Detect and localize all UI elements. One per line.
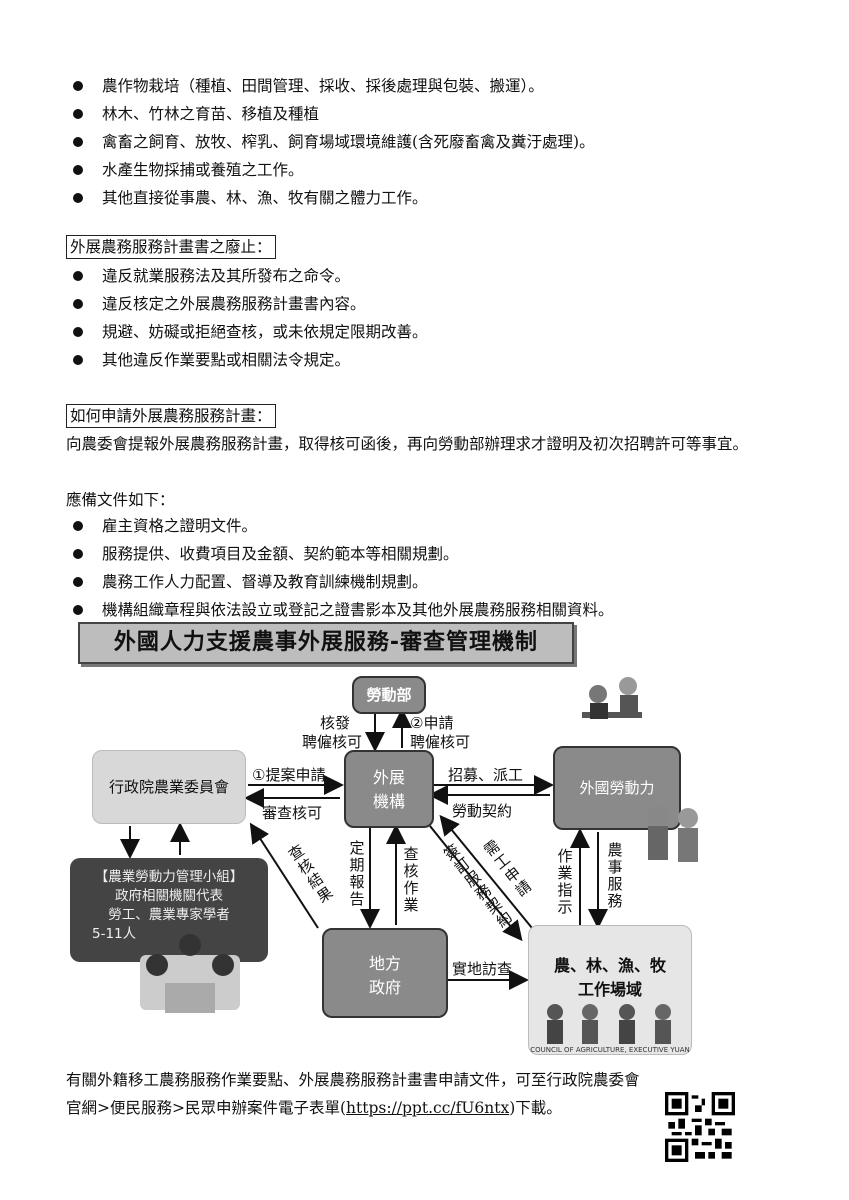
docs-intro: 應備文件如下： bbox=[66, 491, 175, 509]
list-item: 其他直接從事農、林、漁、牧有關之體力工作。 bbox=[70, 184, 810, 212]
label-issue-1: 核發 bbox=[320, 714, 351, 732]
committee-line3: 勞工、農業專家學者 bbox=[108, 907, 230, 923]
list-item: 違反就業服務法及其所發布之命令。 bbox=[70, 262, 810, 290]
list-item: 水產生物採捕或養殖之工作。 bbox=[70, 156, 810, 184]
footer-line2-suffix: )下載。 bbox=[509, 1099, 562, 1117]
list-item: 禽畜之飼育、放牧、榨乳、飼育場域環境維護(含死廢畜禽及糞汙處理)。 bbox=[70, 128, 810, 156]
arrow-need bbox=[439, 814, 533, 929]
label-propose: ①提案申請 bbox=[252, 766, 326, 784]
list-item: 規避、妨礙或拒絕查核，或未依規定限期改善。 bbox=[70, 318, 810, 346]
list-item: 農作物栽培（種植、田間管理、採收、採後處理與包裝、搬運）。 bbox=[70, 72, 810, 100]
labor-ministry-node: 勞動部 bbox=[352, 676, 426, 714]
meeting-people-icon bbox=[140, 934, 240, 1013]
list-item: 農務工作人力配置、督導及教育訓練機制規劃。 bbox=[70, 568, 810, 596]
apply-paragraph: 向農委會提報外展農務服務計畫，取得核可函後，再向勞動部辦理求才證明及初次招聘許可… bbox=[66, 435, 749, 453]
revocation-list: 違反就業服務法及其所發布之命令。 違反核定之外展農務服務計畫書內容。 規避、妨礙… bbox=[70, 262, 810, 374]
label-work-guide: 作業指示 bbox=[557, 847, 573, 916]
label-contract: 勞動契約 bbox=[452, 802, 513, 820]
foreign-labor-node: 外國勞動力 bbox=[553, 746, 681, 830]
local-gov-line1: 地方 bbox=[368, 954, 401, 973]
farm-workers-icon bbox=[648, 806, 698, 862]
label-apply-1: ②申請 bbox=[410, 714, 454, 732]
label-site-visit: 實地訪查 bbox=[452, 960, 513, 978]
outreach-line1: 外展 bbox=[372, 768, 405, 787]
coa-logo-text: COUNCIL OF AGRICULTURE, EXECUTIVE YUAN bbox=[530, 1046, 690, 1054]
label-review: 審查核可 bbox=[262, 804, 323, 822]
work-site-line1: 農、林、漁、牧 bbox=[553, 956, 666, 975]
local-gov-node: 地方 政府 bbox=[322, 928, 448, 1018]
footer-line2-prefix: 官網>便民服務>民眾申辦案件電子表單( bbox=[66, 1099, 347, 1117]
label-farm-service: 農事服務 bbox=[607, 841, 623, 910]
label-inspect-ops: 查核作業 bbox=[403, 845, 419, 914]
list-item: 其他違反作業要點或相關法令規定。 bbox=[70, 346, 810, 374]
arrow-audit-results bbox=[249, 822, 319, 929]
how-to-apply-heading: 如何申請外展農務服務計畫： bbox=[66, 404, 276, 428]
committee-line2: 政府相關機關代表 bbox=[115, 888, 223, 904]
coa-node: 行政院農業委員會 bbox=[92, 750, 246, 824]
footer-note: 有關外籍移工農務服務作業要點、外展農務服務計畫書申請文件，可至行政院農委會 官網… bbox=[66, 1066, 786, 1122]
work-site-node: 農、林、漁、牧 工作場域 COUNCIL OF AGRICULTURE, EXE… bbox=[528, 925, 692, 1055]
outreach-agency-node: 外展 機構 bbox=[344, 750, 434, 828]
diagram-title: 外國人力支援農事外展服務-審查管理機制 bbox=[78, 622, 574, 664]
label-apply-2: 聘僱核可 bbox=[410, 733, 471, 751]
work-scope-list: 農作物栽培（種植、田間管理、採收、採後處理與包裝、搬運）。 林木、竹林之育苗、移… bbox=[70, 72, 810, 212]
download-link[interactable]: https://ppt.cc/fU6ntx bbox=[346, 1099, 510, 1117]
label-regular-report: 定期報告 bbox=[349, 839, 365, 908]
required-docs-list: 雇主資格之證明文件。 服務提供、收費項目及金額、契約範本等相關規劃。 農務工作人… bbox=[70, 512, 810, 624]
label-issue-2: 聘僱核可 bbox=[302, 733, 363, 751]
revocation-heading: 外展農務服務計畫書之廢止： bbox=[66, 235, 276, 259]
list-item: 雇主資格之證明文件。 bbox=[70, 512, 810, 540]
committee-line4: 5-11人 bbox=[92, 926, 137, 942]
committee-node: 【農業勞動力管理小組】 政府相關機關代表 勞工、農業專家學者 5-11人 bbox=[70, 858, 268, 962]
list-item: 服務提供、收費項目及金額、契約範本等相關規劃。 bbox=[70, 540, 810, 568]
committee-line1: 【農業勞動力管理小組】 bbox=[94, 869, 244, 885]
office-workers-icon bbox=[582, 677, 642, 719]
qr-code-icon[interactable] bbox=[665, 1092, 735, 1162]
list-item: 違反核定之外展農務服務計畫書內容。 bbox=[70, 290, 810, 318]
list-item: 林木、竹林之育苗、移植及種植 bbox=[70, 100, 810, 128]
arrow-sign bbox=[429, 825, 523, 942]
farmers-icon bbox=[547, 1004, 671, 1044]
local-gov-line2: 政府 bbox=[368, 978, 401, 997]
footer-line2: 官網>便民服務>民眾申辦案件電子表單(https://ppt.cc/fU6ntx… bbox=[66, 1094, 786, 1122]
footer-line1: 有關外籍移工農務服務作業要點、外展農務服務計畫書申請文件，可至行政院農委會 bbox=[66, 1071, 640, 1089]
label-recruit: 招募、派工 bbox=[448, 766, 524, 784]
outreach-line2: 機構 bbox=[372, 792, 405, 811]
work-site-line2: 工作場域 bbox=[577, 980, 642, 999]
list-item: 機構組織章程與依法設立或登記之證書影本及其他外展農務服務相關資料。 bbox=[70, 596, 810, 624]
